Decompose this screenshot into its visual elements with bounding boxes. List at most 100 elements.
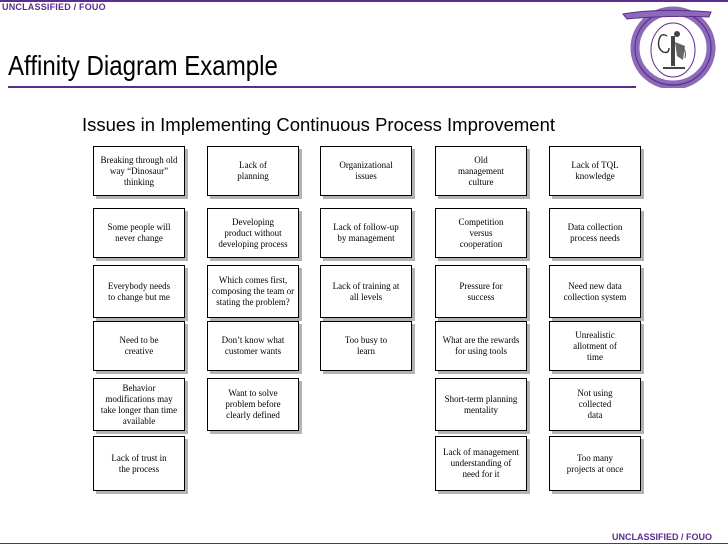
- card-text-line: all levels: [349, 291, 383, 302]
- card-text-line: product without: [224, 227, 282, 238]
- card-text-line: composing the team or: [211, 286, 295, 296]
- title-underline: [8, 86, 636, 88]
- card-text-line: planning: [237, 171, 269, 181]
- card-text-line: projects at once: [566, 463, 624, 474]
- card-text-line: Not using: [577, 388, 613, 398]
- card-text-line: Need new data: [568, 280, 622, 291]
- card-text-line: by management: [337, 233, 395, 243]
- card-text-line: What are the rewards: [442, 335, 520, 345]
- card-text-line: stating the problem?: [216, 297, 290, 307]
- card-text-line: Old: [474, 154, 488, 165]
- bottom-accent-line: [0, 543, 728, 544]
- card-text-line: Lack of management: [443, 447, 519, 457]
- card-text-line: Behavior: [122, 382, 156, 393]
- seal-monogram-icon: [622, 6, 716, 88]
- card-text-line: Which comes first,: [218, 275, 288, 285]
- card-text-line: Developing: [232, 216, 274, 227]
- card-text-line: versus: [469, 227, 493, 238]
- card-text-line: cooperation: [459, 238, 503, 249]
- card-text-line: developing process: [218, 238, 288, 249]
- card-text-line: creative: [124, 346, 154, 356]
- card-text-line: customer wants: [224, 346, 282, 356]
- card-text-line: take longer than time: [100, 404, 178, 415]
- top-accent-bar: [0, 0, 728, 2]
- card-text-line: allotment of: [573, 340, 617, 351]
- card-text-line: need for it: [462, 469, 500, 479]
- card-text-line: Need to be: [119, 335, 159, 345]
- card-text-line: for using tools: [454, 346, 507, 356]
- card-text-line: to change but me: [108, 291, 170, 302]
- card-text-line: Data collection: [567, 222, 623, 232]
- card-text-line: thinking: [123, 176, 154, 187]
- card-text-line: never change: [115, 233, 163, 243]
- card-text-line: time: [587, 351, 603, 362]
- card-text-line: clearly defined: [226, 410, 280, 420]
- card-text-line: Unrealistic: [575, 329, 615, 340]
- card-text-line: culture: [468, 176, 494, 187]
- card-text-line: success: [467, 291, 495, 302]
- card-text-line: process needs: [570, 233, 620, 243]
- card-text-line: learn: [357, 346, 375, 356]
- card-text-line: Too many: [576, 452, 614, 463]
- card-text-line: Breaking through old: [100, 154, 178, 165]
- classification-banner-top: UNCLASSIFIED / FOUO: [2, 2, 106, 12]
- card-text-line: Lack of TQL: [571, 160, 619, 170]
- card-text-line: Too busy to: [344, 335, 388, 345]
- card-text-line: Organizational: [339, 160, 393, 170]
- card-text-line: Want to solve: [228, 388, 278, 398]
- card-text-line: Everybody needs: [107, 280, 171, 291]
- card-text-line: Competition: [458, 216, 504, 227]
- card-text-line: Some people will: [107, 222, 171, 232]
- card-text-line: the process: [118, 463, 160, 474]
- card-text-line: available: [122, 415, 156, 426]
- card-text-line: issues: [355, 171, 377, 181]
- card-text-line: mentality: [464, 404, 498, 415]
- card-text-line: problem before: [225, 399, 281, 409]
- card-text-line: knowledge: [575, 171, 615, 181]
- card-text-line: way “Dinosaur”: [109, 165, 169, 176]
- card-text-line: Short-term planning: [444, 393, 518, 404]
- diagram-subtitle: Issues in Implementing Continuous Proces…: [82, 114, 555, 135]
- card-text-line: Lack of: [239, 160, 267, 170]
- card-text-line: understanding of: [450, 458, 512, 468]
- card-text-line: collected: [578, 399, 612, 409]
- card-text-line: collection system: [563, 291, 627, 302]
- card-text-line: data: [587, 410, 603, 420]
- slide-title: Affinity Diagram Example: [8, 50, 278, 81]
- card-text-line: management: [458, 165, 504, 176]
- card-text-line: Pressure for: [459, 280, 503, 291]
- card-text-line: Lack of training at: [332, 280, 400, 291]
- card-text-line: Don’t know what: [221, 335, 285, 345]
- card-text-line: Lack of trust in: [111, 452, 167, 463]
- classification-banner-bottom: UNCLASSIFIED / FOUO: [611, 532, 712, 542]
- card-text-line: Lack of follow-up: [333, 222, 399, 232]
- card-text-line: modifications may: [105, 393, 173, 404]
